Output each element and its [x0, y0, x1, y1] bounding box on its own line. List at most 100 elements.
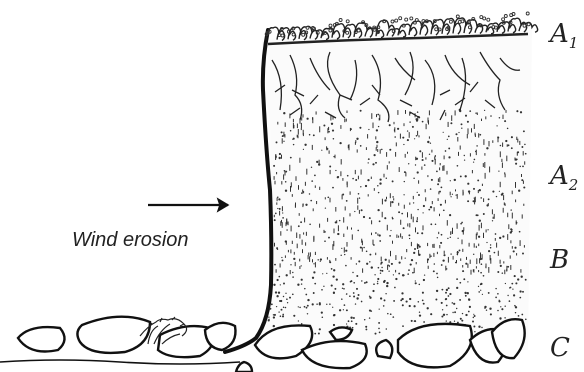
stipple-dot	[430, 223, 432, 225]
stipple-dot	[311, 180, 313, 182]
stipple-dot	[393, 274, 394, 275]
stipple-dot	[280, 315, 282, 317]
stipple-dot	[447, 139, 448, 140]
stipple-dot	[325, 207, 326, 208]
stipple-dot	[501, 308, 503, 310]
stipple-dot	[355, 179, 357, 181]
stipple-dot	[407, 130, 408, 131]
stipple-dot	[502, 235, 504, 237]
stipple-dot	[365, 326, 367, 328]
stipple-dot	[490, 244, 491, 245]
stipple-dot	[484, 306, 486, 308]
stipple-dot	[525, 319, 527, 321]
stipple-dot	[384, 217, 386, 219]
stipple-dot	[424, 164, 426, 166]
stipple-dot	[314, 283, 316, 285]
stipple-dot	[419, 246, 421, 248]
stipple-dot	[521, 146, 523, 148]
stipple-dot	[412, 272, 414, 274]
stipple-dot	[434, 263, 436, 265]
stipple-dot	[377, 185, 379, 187]
stipple-dot	[337, 233, 339, 235]
stipple-dot	[441, 234, 443, 236]
stipple-dot	[427, 307, 429, 309]
stipple-dot	[479, 220, 481, 222]
stipple-dot	[276, 141, 278, 143]
wind-arrow	[148, 199, 228, 211]
stipple-dot	[380, 179, 382, 181]
stipple-dot	[418, 301, 420, 303]
canopy-leaf	[483, 17, 486, 20]
stipple-dot	[279, 276, 281, 278]
stipple-dot	[279, 153, 281, 155]
stipple-dot	[457, 238, 458, 239]
stipple-dot	[480, 258, 482, 260]
stipple-dot	[346, 200, 348, 202]
stipple-dot	[307, 305, 309, 307]
stipple-dot	[292, 139, 293, 140]
stipple-dot	[499, 317, 501, 319]
canopy-leaf	[357, 29, 360, 32]
stipple-dot	[332, 187, 334, 189]
stipple-dot	[511, 229, 512, 230]
stipple-dot	[316, 161, 318, 163]
wind-erosion-caption: Wind erosion	[72, 229, 189, 251]
stipple-dot	[450, 196, 451, 197]
stipple-dot	[378, 328, 380, 330]
stipple-dot	[334, 314, 335, 315]
stipple-dot	[348, 320, 350, 322]
stipple-dot	[459, 282, 461, 284]
stipple-dot	[284, 170, 286, 172]
stipple-dot	[345, 265, 347, 267]
stipple-dot	[439, 191, 441, 193]
stipple-dot	[525, 279, 527, 281]
stipple-dot	[454, 179, 456, 181]
stipple-dot	[500, 145, 502, 147]
stipple-dot	[333, 269, 335, 271]
stipple-dot	[389, 149, 391, 151]
stipple-dot	[290, 264, 291, 265]
stipple-dot	[398, 211, 400, 213]
stipple-dot	[354, 211, 355, 212]
stipple-dot	[473, 161, 474, 162]
stipple-dot	[379, 240, 381, 242]
stipple-dot	[422, 159, 424, 161]
stipple-dot	[276, 295, 278, 297]
stipple-dot	[279, 208, 281, 210]
stipple-dot	[360, 246, 362, 248]
stipple-dot	[510, 287, 512, 289]
stipple-dot	[423, 279, 425, 281]
stipple-dot	[360, 110, 362, 112]
stipple-dot	[467, 292, 469, 294]
stipple-dot	[287, 302, 288, 303]
stipple-dot	[329, 166, 331, 168]
stipple-dot	[423, 303, 425, 305]
stipple-dot	[469, 110, 471, 112]
stipple-dot	[385, 293, 386, 294]
stipple-dot	[407, 273, 409, 275]
stipple-dot	[299, 307, 301, 309]
stipple-dot	[423, 205, 425, 207]
stipple-dot	[448, 156, 450, 158]
stipple-dot	[492, 220, 493, 221]
stipple-dot	[474, 159, 476, 161]
stipple-dot	[339, 309, 341, 311]
stipple-dot	[380, 263, 382, 265]
stipple-dot	[365, 328, 367, 330]
stipple-dot	[523, 130, 525, 132]
stipple-dot	[446, 289, 448, 291]
stipple-dot	[465, 295, 467, 297]
stipple-dot	[453, 303, 455, 305]
stipple-dot	[306, 307, 308, 309]
stipple-dot	[385, 259, 387, 261]
stipple-dot	[452, 312, 453, 313]
stipple-dot	[408, 269, 410, 271]
stipple-dot	[339, 142, 341, 144]
stipple-dot	[415, 280, 416, 281]
stipple-dot	[499, 117, 501, 119]
stipple-dot	[307, 299, 309, 301]
stipple-dot	[440, 242, 442, 244]
stipple-dot	[403, 194, 404, 195]
stipple-dot	[495, 233, 497, 235]
stipple-dot	[497, 271, 499, 273]
